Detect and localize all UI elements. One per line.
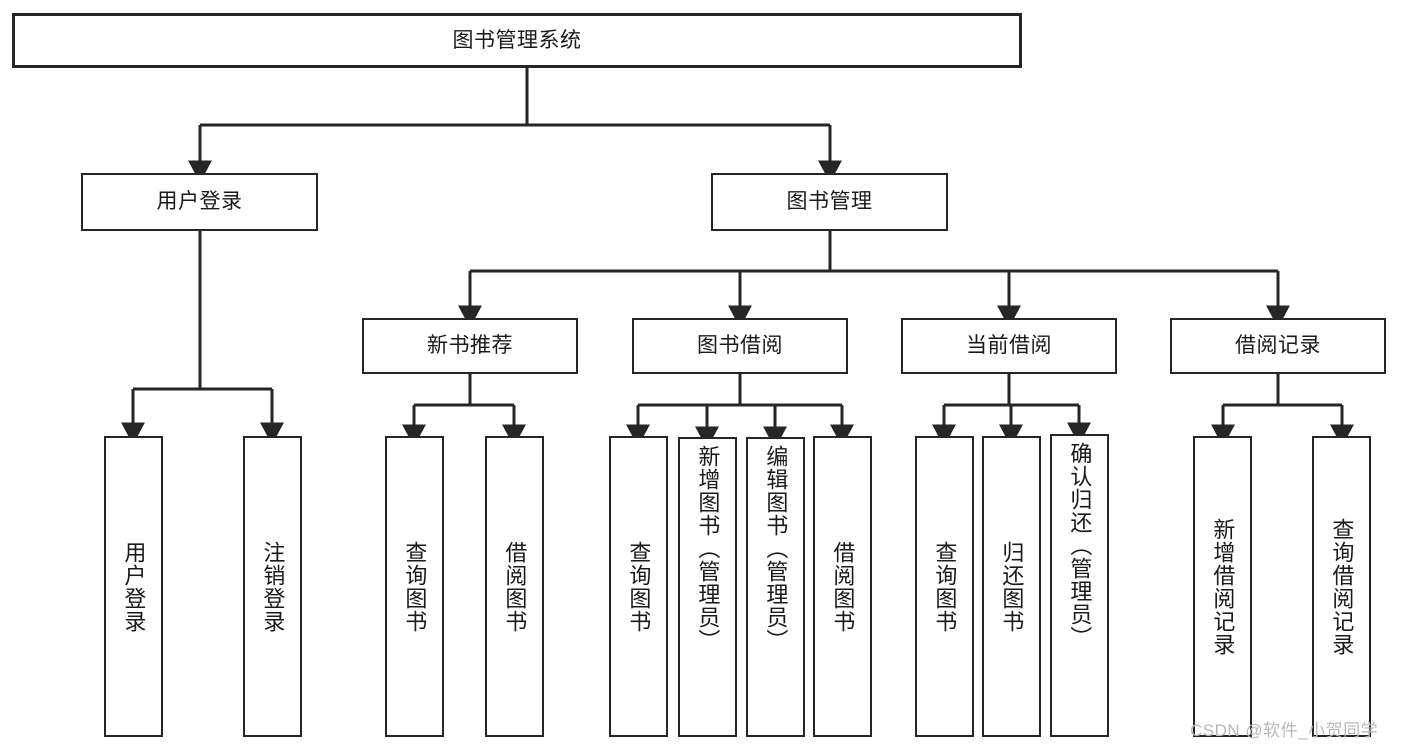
- csdn-watermark: CSDN @软件_小贺同学: [1190, 721, 1379, 740]
- node-label: 图书管理: [786, 190, 873, 214]
- node-book-management[interactable]: 图书管理: [711, 173, 948, 231]
- leaf-query-book-current[interactable]: 查询图书: [915, 436, 974, 737]
- node-label: 确认归还（管理员）: [1067, 442, 1093, 649]
- node-root-book-management-system[interactable]: 图书管理系统: [12, 13, 1022, 68]
- leaf-borrow-book-new-rec[interactable]: 借阅图书: [485, 436, 544, 737]
- node-label: 借阅图书: [830, 540, 856, 633]
- node-label: 归还图书: [999, 540, 1025, 633]
- node-book-borrowing[interactable]: 图书借阅: [632, 318, 848, 374]
- node-label: 查询图书: [932, 540, 958, 633]
- node-label: 图书借阅: [697, 334, 783, 358]
- node-label: 用户登录: [121, 540, 147, 633]
- node-label: 当前借阅: [966, 334, 1052, 358]
- node-label: 查询图书: [626, 540, 652, 633]
- node-label: 编辑图书（管理员）: [763, 445, 789, 652]
- node-label: 查询图书: [402, 540, 428, 633]
- node-new-book-recommendation[interactable]: 新书推荐: [362, 318, 578, 374]
- leaf-logout-login[interactable]: 注销登录: [243, 436, 302, 737]
- node-label: 借阅记录: [1235, 334, 1321, 358]
- leaf-query-book-new-rec[interactable]: 查询图书: [385, 436, 444, 737]
- node-user-login[interactable]: 用户登录: [81, 173, 318, 231]
- leaf-user-login[interactable]: 用户登录: [104, 436, 163, 737]
- leaf-query-borrow-record[interactable]: 查询借阅记录: [1312, 436, 1371, 737]
- node-label: 查询借阅记录: [1329, 517, 1355, 656]
- node-label: 新增图书（管理员）: [695, 445, 721, 652]
- node-current-borrowing[interactable]: 当前借阅: [901, 318, 1117, 374]
- leaf-edit-book-admin[interactable]: 编辑图书（管理员）: [746, 437, 805, 737]
- node-label: 注销登录: [260, 540, 286, 633]
- leaf-query-book-borrow[interactable]: 查询图书: [609, 436, 668, 737]
- leaf-add-borrow-record[interactable]: 新增借阅记录: [1193, 436, 1252, 737]
- node-label: 新书推荐: [427, 334, 513, 358]
- leaf-confirm-return-admin[interactable]: 确认归还（管理员）: [1050, 434, 1109, 737]
- node-label: 用户登录: [156, 190, 243, 214]
- node-label: 借阅图书: [502, 540, 528, 633]
- node-label: 图书管理系统: [452, 28, 582, 52]
- leaf-add-book-admin[interactable]: 新增图书（管理员）: [678, 437, 737, 737]
- node-label: 新增借阅记录: [1210, 517, 1236, 656]
- leaf-borrow-book-borrow[interactable]: 借阅图书: [813, 436, 872, 737]
- node-borrowing-record[interactable]: 借阅记录: [1170, 318, 1386, 374]
- leaf-return-book[interactable]: 归还图书: [982, 436, 1041, 737]
